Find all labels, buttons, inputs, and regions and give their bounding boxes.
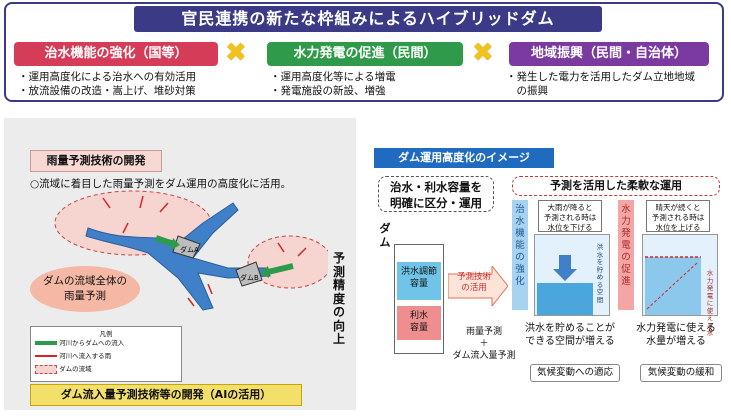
- block-text: 利水: [409, 311, 428, 321]
- arrow-text: 予測技術: [456, 272, 491, 282]
- basin-prediction-callout: ダムの流域全体の 雨量予測: [30, 266, 140, 312]
- hydropower-column: 水力発電の促進: [618, 200, 634, 310]
- red-arrow-icon: [35, 355, 57, 357]
- result-text: 水力発電に使える: [636, 323, 716, 334]
- result-text: 水量が増える: [646, 336, 706, 347]
- callout-text: 予測される時は: [651, 213, 705, 222]
- hydro-water-caption: 水力発電に使える水: [706, 269, 714, 337]
- lowered-water-icon: [537, 255, 593, 315]
- dry-weather-callout: 晴天が続くと 予測される時は 水位を上げる: [646, 200, 710, 232]
- regional-bullets: ・発生した電力を活用したダム立地地域 の振興: [506, 70, 716, 98]
- dam-a-label: ダムA: [180, 245, 199, 254]
- hydro-reservoir-illustration: [642, 234, 718, 316]
- dam-label: ダム: [379, 222, 391, 249]
- pillar-flood-control: 治水機能の強化（国等）: [14, 42, 218, 66]
- dam-b-label: ダムB: [240, 273, 259, 282]
- rain-arrow-icon: [102, 197, 111, 209]
- hydropower-bullets: ・運用高度化等による増電 ・発電施設の新設、増強: [270, 70, 500, 98]
- dam-b-icon: [235, 261, 263, 287]
- capacity-division-box: 治水・利水容量を 明確に区分・運用: [378, 176, 494, 212]
- rain-arrow-icon: [187, 297, 195, 307]
- callout-text: ダムの流域全体の: [43, 275, 127, 287]
- flood-space-caption: 洪水を貯める空間: [596, 243, 604, 304]
- rain-arrow-icon: [159, 202, 169, 213]
- inflow-arrow-icon: [155, 235, 174, 247]
- rain-arrow-icon: [139, 195, 144, 209]
- rain-arrow-icon: [122, 222, 129, 234]
- prediction-formula: 雨量予測 ＋ ダム流入量予測: [444, 326, 524, 362]
- result-text: できる空間が増える: [525, 336, 615, 347]
- basin-swatch-icon: [35, 364, 57, 374]
- legend-title: 凡例: [99, 330, 113, 338]
- callout-text: 大雨が降ると: [547, 203, 593, 212]
- bullet-text: ・発生した電力を活用したダム立地地域: [506, 71, 695, 83]
- rain-arrow-icon: [277, 242, 285, 253]
- formula-text: ＋: [479, 339, 489, 349]
- inflow-arrow-head-icon: [171, 238, 180, 250]
- ai-development-banner: ダム流入量予測技術等の開発（AIの活用）: [30, 384, 302, 406]
- climate-mitigation-badge: 気候変動の緩和: [640, 364, 722, 382]
- heavy-rain-callout: 大雨が降ると 予測される時は 水位を下げる: [538, 200, 602, 232]
- hydro-result-text: 水力発電に使える 水量が増える: [626, 322, 726, 348]
- legend-label: 河川へ流入する雨: [59, 352, 112, 360]
- flood-control-column: 治水機能の強化: [512, 200, 528, 310]
- callout-text: 晴天が続くと: [655, 203, 701, 212]
- box-text: 治水・利水容量を: [390, 180, 482, 194]
- panel-title: ダム運用高度化のイメージ: [374, 148, 554, 168]
- prediction-tech-label: 予測技術 の活用: [450, 272, 498, 302]
- green-arrow-icon: [35, 341, 57, 345]
- box-text: 明確に区分・運用: [390, 196, 482, 210]
- legend-item: 河川へ流入する雨: [35, 351, 111, 361]
- bullet-text: ・放流設備の改造・嵩上げ、堆砂対策: [18, 85, 196, 97]
- callout-text: 予測される時は: [543, 213, 597, 222]
- inflow-arrow-icon: [267, 263, 294, 275]
- panel-title: 雨量予測技術の開発: [30, 150, 162, 172]
- legend-item: ダムの流域: [35, 364, 92, 374]
- block-text: 洪水調節: [400, 267, 437, 277]
- rain-arrows: [102, 195, 307, 307]
- river-basin-map: ダムA ダムB: [54, 190, 328, 311]
- flood-control-bullets: ・運用高度化による治水への有効活用 ・放流設備の改造・嵩上げ、堆砂対策: [18, 70, 258, 98]
- flexible-operation-box: 予測を活用した柔軟な運用: [512, 176, 720, 196]
- flood-result-text: 洪水を貯めることが できる空間が増える: [520, 322, 620, 348]
- bullet-text: の振興: [506, 85, 548, 97]
- formula-text: ダム流入量予測: [452, 351, 516, 361]
- bullet-text: ・運用高度化等による増電: [270, 71, 396, 83]
- rain-arrow-icon: [207, 283, 213, 295]
- arrow-text: の活用: [461, 283, 487, 293]
- page-title: 官民連携の新たな枠組みによるハイブリッドダム: [134, 6, 602, 32]
- cross-icon: ✖: [472, 38, 494, 68]
- rain-arrow-icon: [297, 247, 307, 257]
- block-text: 容量: [409, 279, 428, 289]
- pillar-hydropower: 水力発電の促進（民間）: [267, 42, 463, 66]
- legend-label: 河川からダムへの流入: [59, 339, 125, 347]
- climate-adaptation-badge: 気候変動への適応: [530, 364, 620, 382]
- prediction-arrow-icon: [448, 266, 508, 306]
- accuracy-improvement-label: 予測精度の向上: [332, 251, 345, 346]
- legend-label: ダムの流域: [59, 365, 92, 373]
- callout-text: 水位を下げる: [547, 223, 593, 232]
- block-text: 容量: [409, 323, 428, 333]
- flood-capacity-block: 洪水調節 容量: [397, 262, 441, 300]
- callout-text: 雨量予測: [64, 290, 106, 302]
- flood-reservoir-illustration: [534, 234, 610, 316]
- map-legend: 凡例 河川からダムへの流入 河川へ流入する雨 ダムの流域: [30, 326, 182, 382]
- cross-icon: ✖: [225, 38, 247, 68]
- result-text: 洪水を貯めることが: [525, 323, 615, 334]
- bullet-text: ・発電施設の新設、増強: [270, 85, 386, 97]
- bullet-text: ・運用高度化による治水への有効活用: [18, 71, 197, 83]
- raised-water-icon: [645, 256, 701, 315]
- inflow-arrow-head-icon: [260, 266, 269, 278]
- callout-text: 水位を上げる: [655, 223, 701, 232]
- panel-description: ○流域に着目した雨量予測をダム運用の高度化に活用。: [30, 178, 292, 190]
- legend-item: 河川からダムへの流入: [35, 338, 124, 348]
- formula-text: 雨量予測: [465, 327, 502, 337]
- pillar-regional-development: 地域振興（民間・自治体）: [509, 42, 709, 66]
- water-use-capacity-block: 利水 容量: [397, 306, 441, 340]
